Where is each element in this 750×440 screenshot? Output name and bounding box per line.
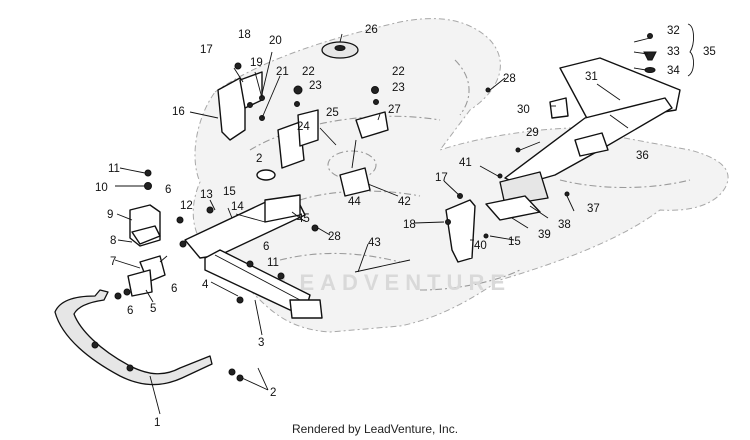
callout-19: 19	[250, 57, 263, 69]
callout-20: 20	[269, 35, 282, 47]
callout-43: 43	[368, 237, 381, 249]
callout-41: 41	[459, 157, 472, 169]
right-upright-bracket	[445, 193, 476, 263]
callout-15-b: 15	[508, 236, 521, 248]
callout-2-upper: 2	[256, 153, 262, 165]
callout-10: 10	[95, 182, 108, 194]
callout-11-a: 11	[108, 163, 120, 175]
callout-12: 12	[180, 200, 193, 212]
rod	[354, 259, 411, 273]
callout-25: 25	[326, 107, 339, 119]
callout-1: 1	[154, 417, 160, 429]
callout-26: 26	[365, 24, 378, 36]
callout-27: 27	[388, 104, 401, 116]
callout-labels: 1 2 2 3 4 5 6 6 6 6 7 8 9 10 11 11 12 13…	[95, 24, 716, 429]
callout-18-b: 18	[403, 219, 416, 231]
callout-11-b: 11	[267, 257, 279, 269]
callout-6-d: 6	[263, 241, 269, 253]
callout-8: 8	[110, 235, 116, 247]
callout-37: 37	[587, 203, 600, 215]
leader-lines	[114, 23, 694, 415]
callout-32: 32	[667, 25, 680, 37]
callout-28-b: 28	[328, 231, 341, 243]
center-brackets	[256, 85, 319, 181]
callout-31: 31	[585, 71, 598, 83]
callout-30: 30	[517, 104, 530, 116]
callout-2: 2	[270, 387, 276, 399]
callout-28-a: 28	[503, 73, 516, 85]
callout-24: 24	[297, 121, 310, 133]
front-bumper	[54, 289, 213, 386]
callout-6-c: 6	[127, 305, 133, 317]
callout-17-a: 17	[200, 44, 213, 56]
callout-23-b: 23	[392, 82, 405, 94]
front-frame	[184, 194, 323, 319]
callout-42: 42	[398, 196, 411, 208]
callout-33: 33	[667, 46, 680, 58]
footer-credit: Rendered by LeadVenture, Inc.	[291, 422, 459, 436]
callout-9: 9	[107, 209, 113, 221]
callout-5: 5	[150, 303, 156, 315]
callout-45: 45	[297, 213, 310, 225]
callout-44: 44	[348, 196, 361, 208]
callout-39: 39	[538, 229, 551, 241]
callout-6-b: 6	[171, 283, 177, 295]
callout-38: 38	[558, 219, 571, 231]
left-upright-bracket	[217, 62, 265, 141]
callout-7: 7	[110, 256, 116, 268]
callout-36: 36	[636, 150, 649, 162]
callout-18-a: 18	[238, 29, 251, 41]
callout-22-b: 22	[392, 66, 405, 78]
upper-bracket	[355, 86, 389, 139]
watermark: LEADVENTURE	[280, 270, 511, 295]
callout-23-a: 23	[309, 80, 322, 92]
callout-15-a: 15	[223, 186, 236, 198]
callout-29: 29	[526, 127, 539, 139]
callout-17-b: 17	[435, 172, 448, 184]
right-rail-assembly	[485, 57, 681, 221]
callout-34: 34	[667, 65, 680, 77]
callout-4: 4	[202, 279, 209, 291]
left-brackets	[114, 169, 166, 300]
pulley-cover	[321, 41, 359, 59]
lower-center-bracket	[339, 167, 371, 197]
callout-13: 13	[200, 189, 213, 201]
callout-40: 40	[474, 240, 487, 252]
callout-14: 14	[231, 201, 244, 213]
callout-3: 3	[258, 337, 264, 349]
callout-16: 16	[172, 106, 185, 118]
callout-21: 21	[276, 66, 289, 78]
callout-6-a: 6	[165, 184, 171, 196]
callout-22-a: 22	[302, 66, 315, 78]
callout-35: 35	[703, 46, 716, 58]
